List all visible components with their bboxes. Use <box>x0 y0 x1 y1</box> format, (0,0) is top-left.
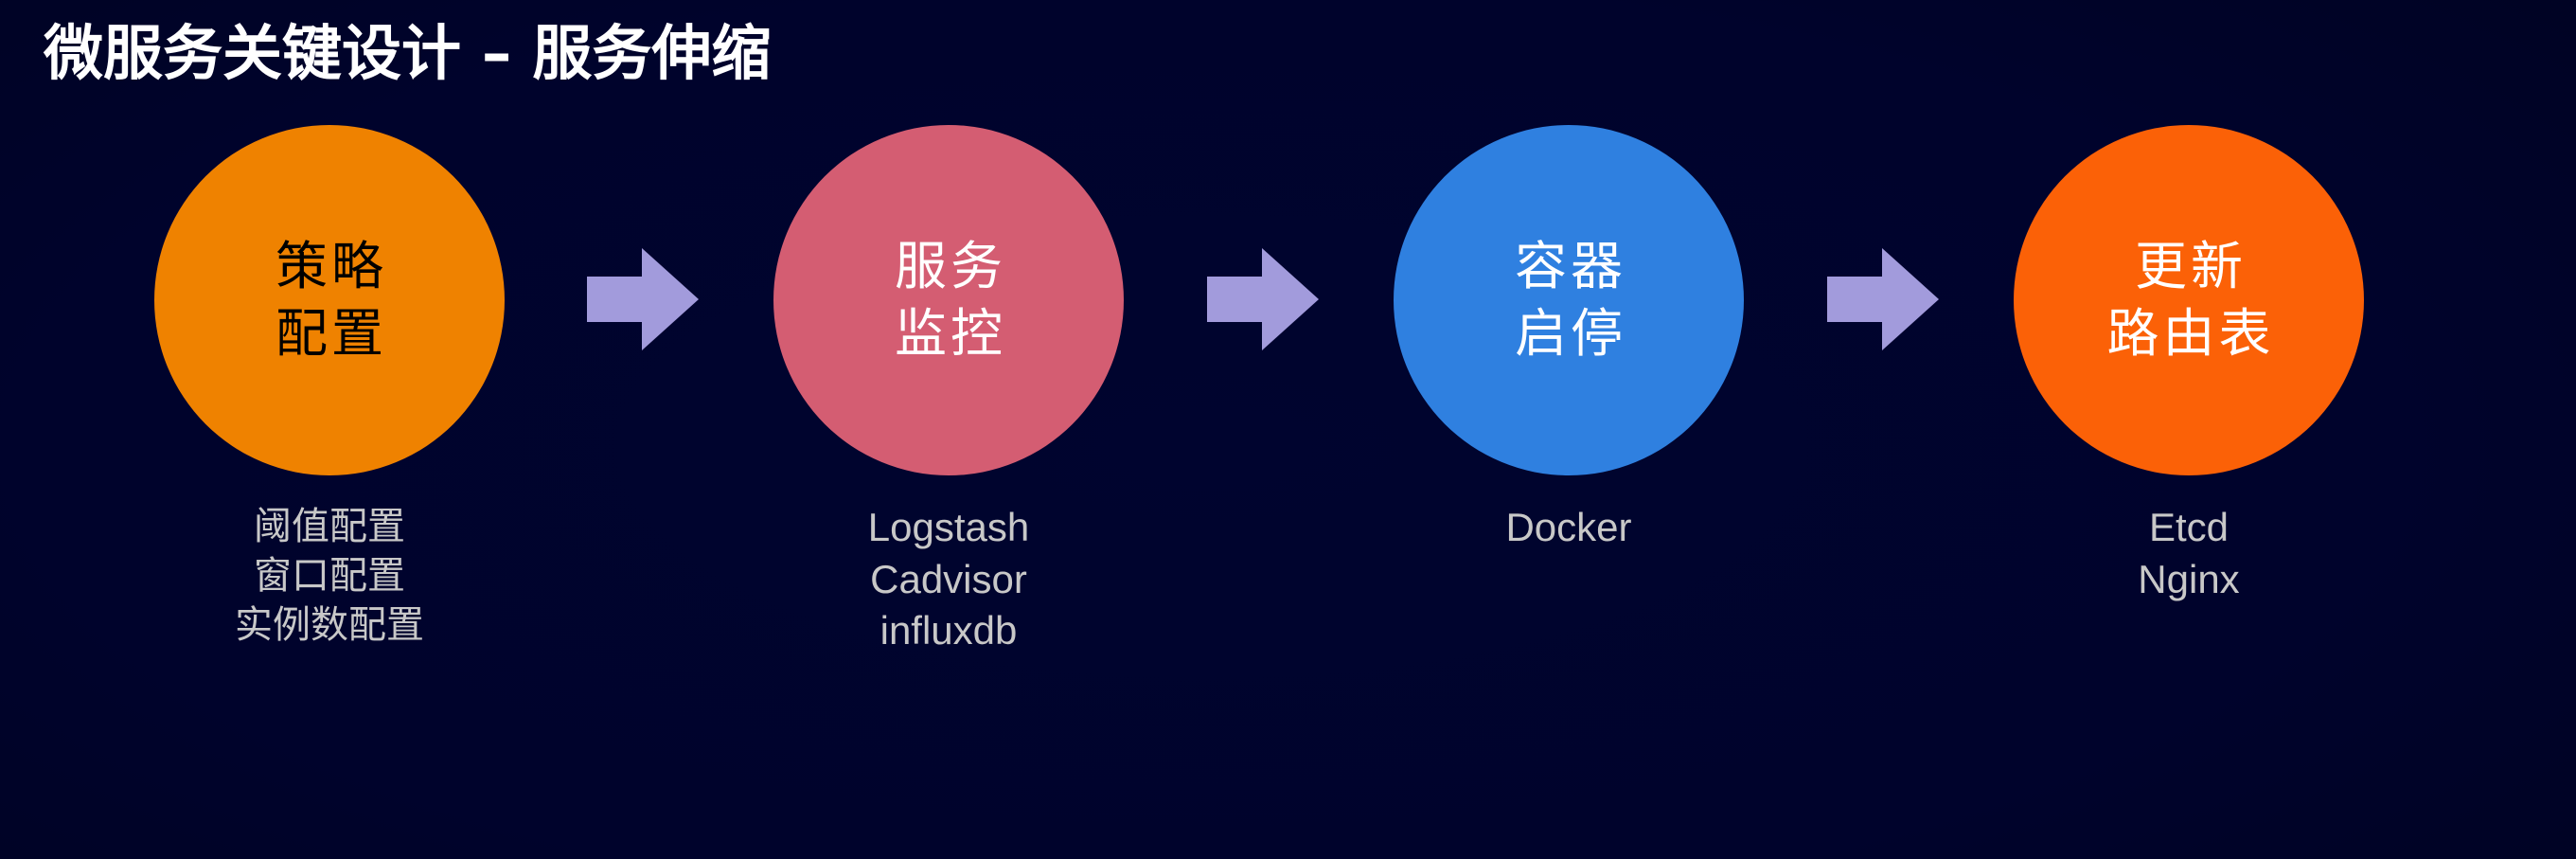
flow-step-2-bubble-line-1: 服务 <box>894 235 1006 296</box>
flow-step-1: 策略 配置 阈值配置 窗口配置 实例数配置 <box>154 125 505 647</box>
flow-step-2-caption: Logstash Cadvisor influxdb <box>717 502 1181 657</box>
flow-step-3-bubble[interactable]: 容器 启停 <box>1394 125 1744 475</box>
flow-step-4-caption-line-1: Etcd <box>2148 505 2230 549</box>
flow-arrow-1 <box>587 248 699 350</box>
flow-step-1-bubble-line-2: 配置 <box>275 303 387 364</box>
flow-step-1-caption-line-3: 实例数配置 <box>235 603 424 647</box>
flow-arrow-2 <box>1207 248 1319 350</box>
flow-step-2-caption-line-2: Cadvisor <box>870 556 1027 601</box>
flow-arrow-3 <box>1827 248 1939 350</box>
flow-step-4-bubble-line-2: 路由表 <box>2106 303 2275 364</box>
flow-step-1-bubble-line-1: 策略 <box>275 235 387 296</box>
flow-step-3-bubble-line-1: 容器 <box>1514 235 1626 296</box>
process-flow-diagram: 策略 配置 阈值配置 窗口配置 实例数配置 服务 监控 <box>0 125 2576 653</box>
flow-step-4-bubble[interactable]: 更新 路由表 <box>2014 125 2364 475</box>
right-block-arrow-icon <box>587 248 699 350</box>
flow-step-4-caption-line-2: Nginx <box>2138 556 2240 601</box>
flow-step-2-caption-line-1: Logstash <box>867 505 1030 549</box>
flow-step-2-caption-line-3: influxdb <box>879 608 1018 653</box>
flow-step-1-caption-line-1: 阈值配置 <box>254 505 405 548</box>
flow-step-4: 更新 路由表 Etcd Nginx <box>2014 125 2364 601</box>
flow-step-1-bubble[interactable]: 策略 配置 <box>154 125 505 475</box>
flow-step-3: 容器 启停 Docker <box>1394 125 1744 549</box>
flow-step-3-caption: Docker <box>1337 502 1801 554</box>
right-block-arrow-icon <box>1827 248 1939 350</box>
flow-step-1-caption: 阈值配置 窗口配置 实例数配置 <box>98 502 561 650</box>
flow-step-2: 服务 监控 Logstash Cadvisor influxdb <box>773 125 1124 653</box>
flow-step-2-bubble-line-2: 监控 <box>894 303 1006 364</box>
flow-step-4-caption: Etcd Nginx <box>1957 502 2421 605</box>
flow-step-4-bubble-line-1: 更新 <box>2134 235 2247 296</box>
page-title: 微服务关键设计 – 服务伸缩 <box>44 19 772 88</box>
flow-step-3-bubble-line-2: 启停 <box>1514 303 1626 364</box>
right-block-arrow-icon <box>1207 248 1319 350</box>
flow-step-2-bubble[interactable]: 服务 监控 <box>773 125 1124 475</box>
flow-step-1-caption-line-2: 窗口配置 <box>254 554 405 598</box>
flow-step-3-caption-line-1: Docker <box>1505 505 1632 549</box>
